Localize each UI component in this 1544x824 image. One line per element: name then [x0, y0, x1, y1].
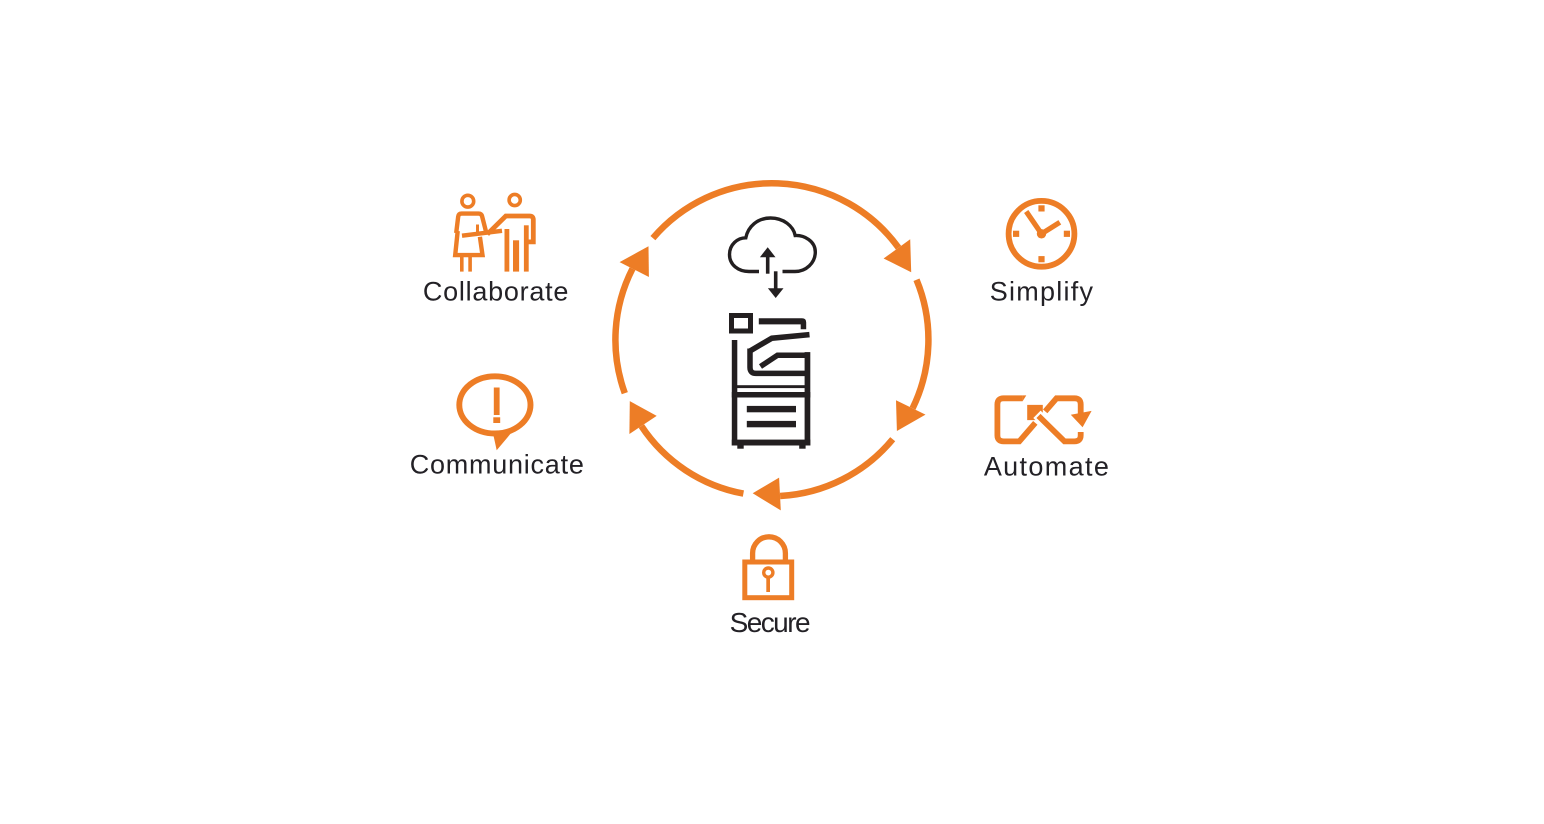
svg-text:Communicate: Communicate	[410, 450, 585, 480]
svg-text:Automate: Automate	[984, 452, 1110, 482]
svg-text:Collaborate: Collaborate	[423, 277, 569, 307]
svg-text:Secure: Secure	[730, 607, 810, 638]
svg-text:Simplify: Simplify	[990, 277, 1095, 307]
